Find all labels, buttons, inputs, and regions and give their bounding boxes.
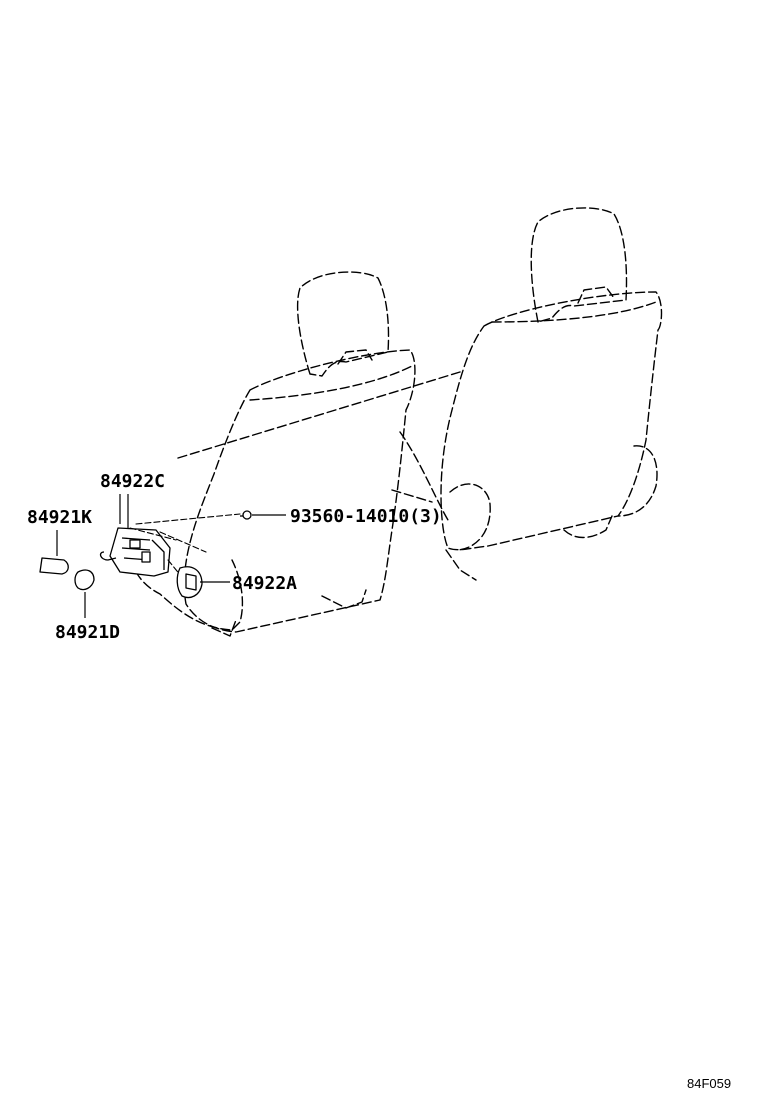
knob-k-part [39, 557, 69, 575]
callout-84921d: 84921D [55, 622, 120, 643]
rear-armrest [449, 483, 491, 551]
knob-d-part [74, 569, 95, 591]
rear-seatback [440, 291, 663, 551]
front-seatback [183, 349, 416, 633]
rear-headrest-stay [577, 286, 615, 304]
rear-seat-illustration [440, 207, 663, 581]
screw-part [240, 510, 252, 520]
seat-connection-lines [177, 371, 461, 521]
switch-assembly-part [99, 527, 171, 577]
callout-93560-14010: 93560-14010(3) [290, 506, 442, 527]
rear-seat-rail [445, 515, 613, 581]
switch-a-part [176, 566, 203, 599]
callout-84922a: 84922A [232, 573, 297, 594]
diagram-id: 84F059 [687, 1076, 731, 1091]
rear-headrest [530, 207, 628, 323]
front-seatback-top [249, 365, 413, 401]
callout-84921k: 84921K [27, 507, 92, 528]
rear-seatback-top [491, 301, 657, 323]
front-headrest [296, 271, 390, 377]
leader-84922c [119, 494, 129, 528]
rear-side-bolster [617, 445, 658, 517]
callout-84922c: 84922C [100, 471, 165, 492]
front-seat-rail [211, 589, 367, 637]
